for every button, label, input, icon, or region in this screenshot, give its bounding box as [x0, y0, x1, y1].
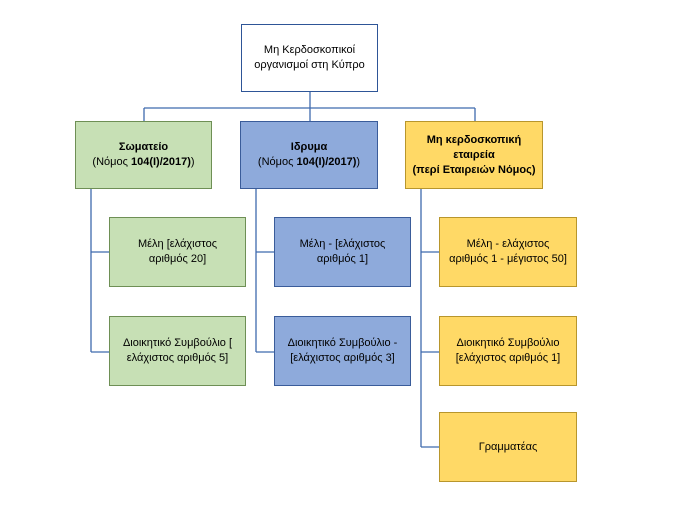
somateio-members-line2: αριθμός 20] [148, 253, 207, 265]
root-line2: οργανισμοί στη Κύπρο [254, 59, 365, 71]
somateio-board-line2: ελάχιστος αριθμός 5] [126, 352, 229, 364]
somateio-members-line1: Μέλη [ελάχιστος [137, 238, 217, 250]
root-line1: Μη Κερδοσκοπικοί [263, 44, 356, 56]
etaireia-secretary-node: Γραμματέας [439, 412, 577, 482]
etaireia-members-line2: αριθμός 1 - μέγιστος 50] [449, 253, 567, 265]
etaireia-members-node: Μέλη - ελάχιστος αριθμός 1 - μέγιστος 50… [439, 217, 577, 287]
root-node: Μη Κερδοσκοπικοί οργανισμοί στη Κύπρο [241, 24, 378, 92]
somateio-title: Σωματείο [118, 141, 169, 153]
idryma-members-node: Μέλη - [ελάχιστος αριθμός 1] [274, 217, 411, 287]
idryma-board-line2: [ελάχιστος αριθμός 3] [290, 352, 395, 364]
idryma-board-line1: Διοικητικό Συμβούλιο - [287, 337, 398, 349]
somateio-subtitle: (Νόμος 104(I)/2017)) [92, 156, 195, 168]
etaireia-members-line1: Μέλη - ελάχιστος [466, 238, 550, 250]
etaireia-board-line2: [ελάχιστος αριθμός 1] [455, 352, 561, 364]
etaireia-board-node: Διοικητικό Συμβούλιο [ελάχιστος αριθμός … [439, 316, 577, 386]
somateio-board-line1: Διοικητικό Συμβούλιο [ [122, 337, 233, 349]
etaireia-secretary-label: Γραμματέας [478, 440, 538, 453]
somateio-board-node: Διοικητικό Συμβούλιο [ ελάχιστος αριθμός… [109, 316, 246, 386]
idryma-title: Ιδρυμα [290, 141, 328, 153]
idryma-members-line1: Μέλη - [ελάχιστος [299, 238, 386, 250]
idryma-board-node: Διοικητικό Συμβούλιο - [ελάχιστος αριθμό… [274, 316, 411, 386]
somateio-members-node: Μέλη [ελάχιστος αριθμός 20] [109, 217, 246, 287]
etaireia-node: Μη κερδοσκοπική εταιρεία (περί Εταιρειών… [405, 121, 543, 189]
etaireia-title-line1: Μη κερδοσκοπική [426, 133, 522, 146]
etaireia-title-line3: (περί Εταιρειών Νόμος) [412, 163, 536, 176]
somateio-node: Σωματείο (Νόμος 104(I)/2017)) [75, 121, 212, 189]
idryma-subtitle: (Νόμος 104(I)/2017)) [257, 156, 361, 168]
idryma-node: Ιδρυμα (Νόμος 104(I)/2017)) [240, 121, 378, 189]
etaireia-title-line2: εταιρεία [453, 148, 495, 161]
etaireia-board-line1: Διοικητικό Συμβούλιο [456, 337, 560, 349]
idryma-members-line2: αριθμός 1] [316, 253, 369, 265]
